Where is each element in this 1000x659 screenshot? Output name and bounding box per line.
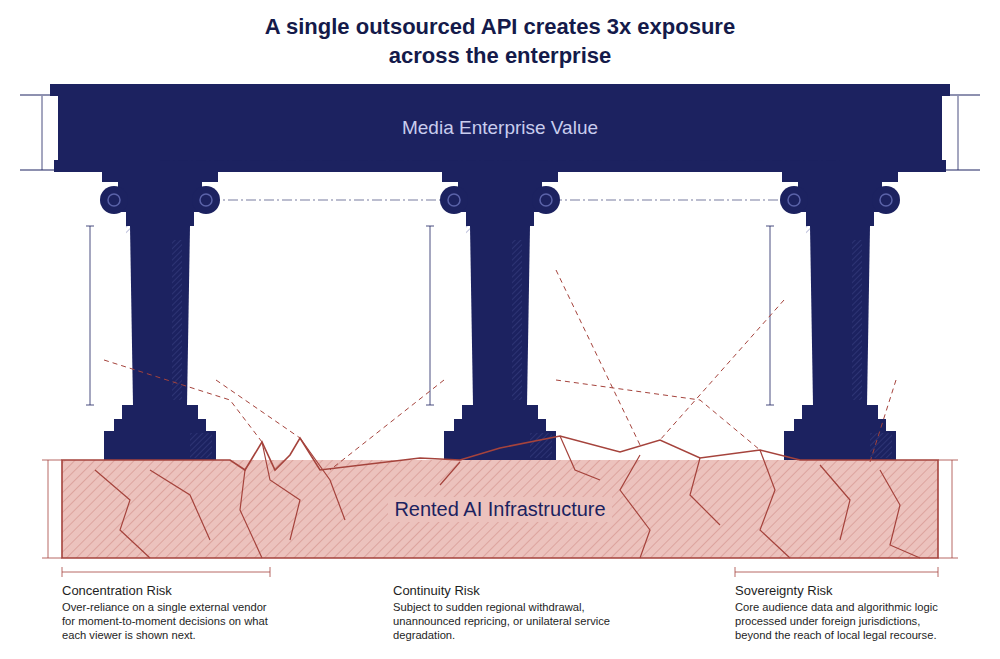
risk-heading: Concentration Risk [62,583,302,598]
node-text: Media Enterprise Value [402,117,598,139]
risk-description: Core audience data and algorithmic logic… [735,600,940,642]
risk-heading: Continuity Risk [393,583,633,598]
risk-description: Over-reliance on a single external vendo… [62,600,280,642]
beam-node: Media Enterprise Value [58,96,942,160]
foundation-node: Rented AI Infrastructure [62,460,938,558]
risk-description: Subject to sudden regional withdrawal, u… [393,600,633,642]
risk-heading: Sovereignty Risk [735,583,975,598]
diagram-title: A single outsourced API creates 3x expos… [250,12,750,70]
node-text: Rented AI Infrastructure [388,497,611,522]
